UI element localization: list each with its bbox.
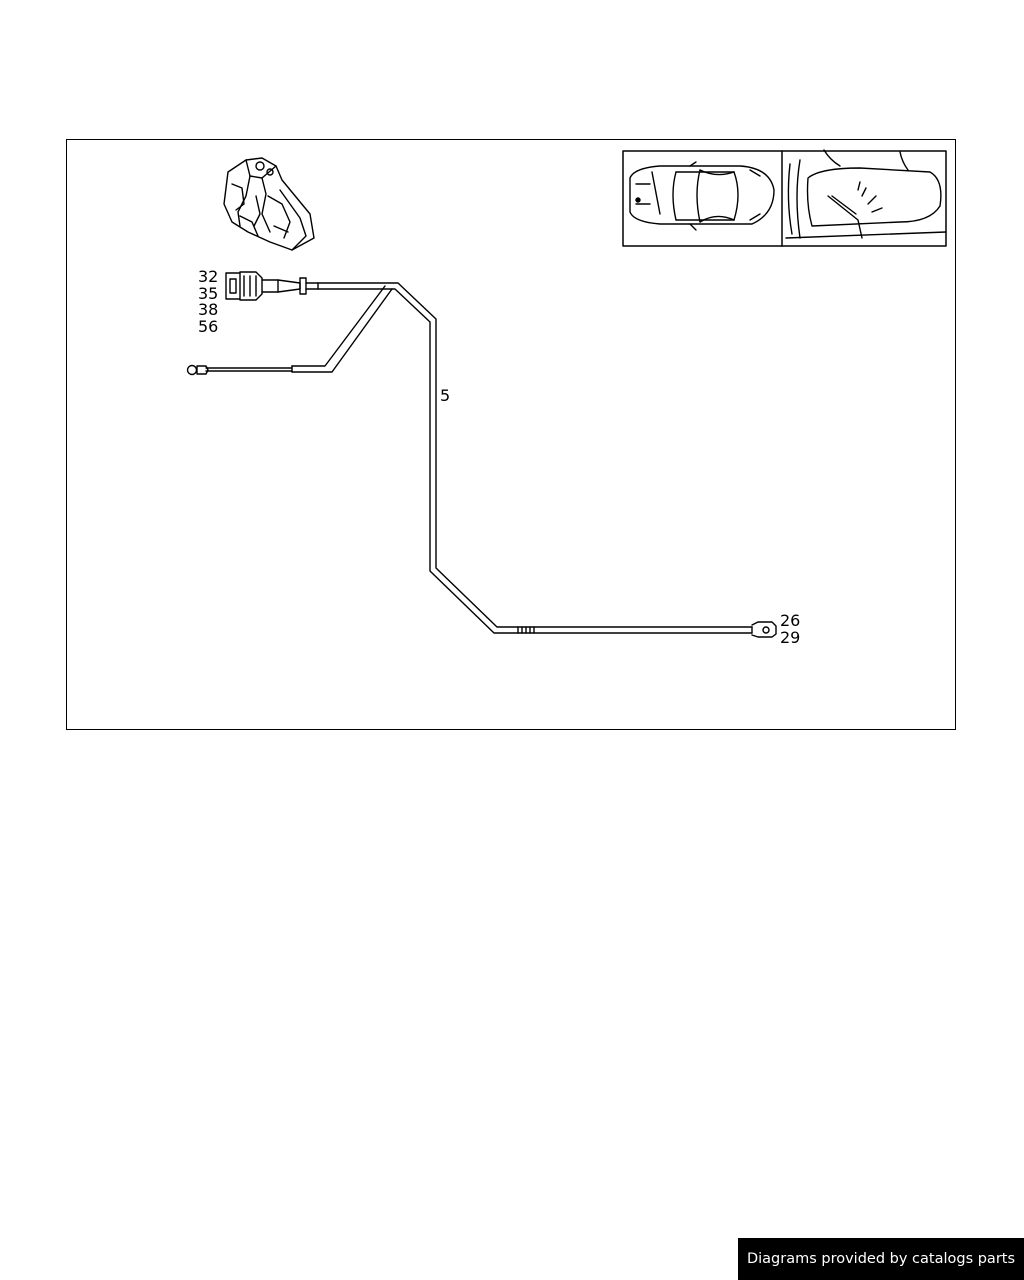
car-top-view-icon [629, 161, 775, 231]
callout-end-terminal-2: 29 [780, 628, 800, 647]
callout-connector-3: 38 [198, 300, 218, 319]
diagram-frame [66, 139, 956, 730]
pump-module-illustration [223, 157, 315, 251]
callout-connector-4: 56 [198, 317, 218, 336]
callout-harness: 5 [440, 386, 450, 405]
branch-wire [205, 285, 393, 373]
harness-connector [225, 271, 307, 301]
windshield-washer-view-icon [785, 149, 947, 239]
footer-banner: Diagrams provided by catalogs parts [738, 1238, 1024, 1280]
end-terminal [751, 621, 777, 638]
wiring-diagram: 32 35 38 56 5 26 29 [186, 149, 947, 647]
car-location-inset [622, 149, 947, 247]
ring-terminal [186, 364, 209, 376]
callout-connector-1: 32 [198, 267, 218, 286]
callout-end-terminal-1: 26 [780, 611, 800, 630]
callout-connector-2: 35 [198, 284, 218, 303]
callouts: 32 35 38 56 5 26 29 [198, 267, 800, 647]
main-wire-harness [305, 282, 753, 634]
